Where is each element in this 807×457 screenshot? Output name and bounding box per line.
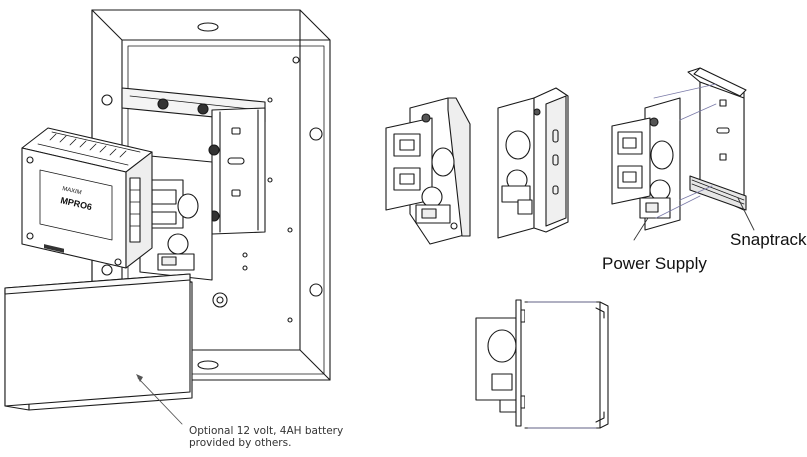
controller-module: [21, 127, 153, 269]
snaptrack-label: Snaptrack: [730, 230, 807, 249]
battery-note: Optional 12 volt, 4AH battery provided b…: [189, 425, 343, 449]
battery: [4, 273, 193, 411]
power-supply-exploded: [611, 97, 681, 231]
battery-note-line-2: provided by others.: [189, 437, 292, 449]
power-supply-view-front: [385, 97, 471, 245]
snaptrack-leader-line: [737, 197, 755, 231]
side-profile-view: [475, 299, 609, 429]
battery-leader-line: [137, 377, 183, 425]
alignment-lines: [653, 83, 717, 219]
power-supply-label: Power Supply: [602, 254, 707, 273]
power-supply-leader-line: [633, 217, 649, 241]
controller-brand-text: MAXIM: [62, 186, 83, 196]
enclosure-snaptrack: [121, 87, 266, 235]
snaptrack-exploded: [687, 67, 747, 211]
battery-note-line-1: Optional 12 volt, 4AH battery: [189, 425, 344, 437]
power-supply-view-side: [497, 87, 569, 239]
enclosure-power-supply: [139, 154, 213, 281]
